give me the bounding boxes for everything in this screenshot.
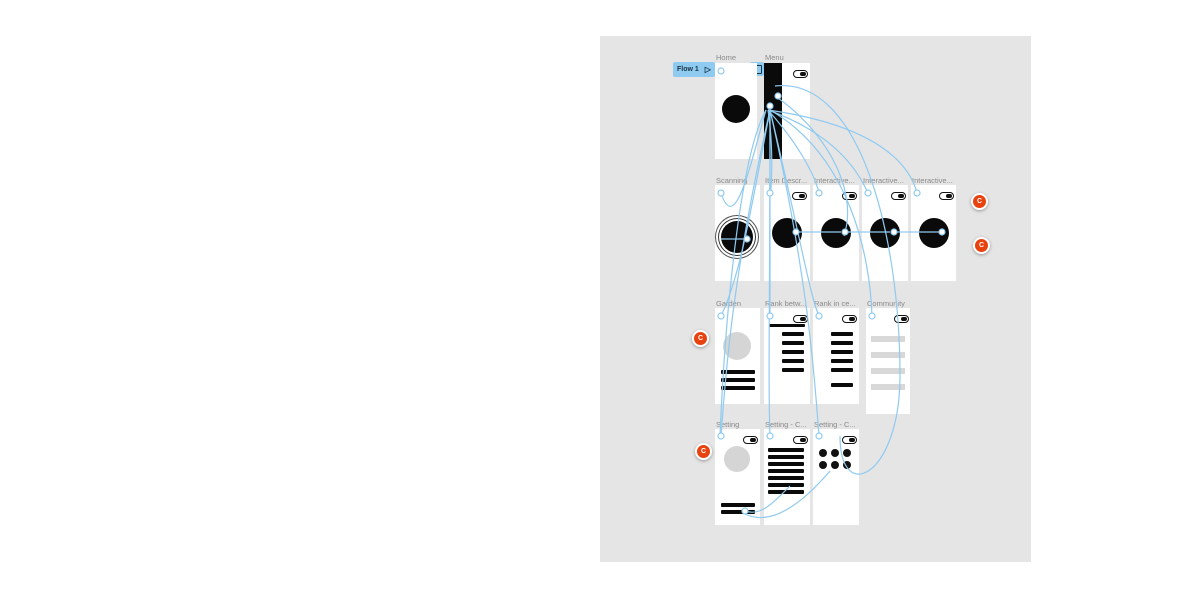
frame-home[interactable] (715, 63, 757, 159)
frame-item-desc[interactable] (764, 185, 810, 281)
frame-interactive-2[interactable] (862, 185, 908, 281)
setting-bar (768, 483, 804, 487)
setting-bar (768, 448, 804, 452)
setting-bar (768, 469, 804, 473)
frame-setting-3[interactable] (813, 429, 859, 525)
frame-label-interactive-2[interactable]: Interactive... (863, 176, 904, 185)
rank-row (782, 359, 804, 363)
rank-row (782, 341, 804, 345)
rank-row (831, 350, 853, 354)
frame-label-community[interactable]: Community (867, 299, 905, 308)
play-icon[interactable]: ▷ (704, 65, 711, 74)
frame-label-home[interactable]: Home (716, 53, 737, 62)
frame-label-rank-2[interactable]: Rank in ce... (814, 299, 856, 308)
setting-bar (721, 503, 755, 507)
frame-rank-2[interactable] (813, 308, 859, 404)
toggle-icon (792, 192, 807, 200)
frame-community[interactable] (866, 308, 910, 414)
frame-interactive-1[interactable] (813, 185, 859, 281)
garden-bar (721, 378, 755, 382)
frame-label-scanning[interactable]: Scanning (716, 176, 748, 185)
frame-label-setting[interactable]: Setting (716, 420, 740, 429)
setting-bar (768, 455, 804, 459)
toggle-icon (842, 436, 857, 444)
garden-bar (721, 386, 755, 390)
flow-label: Flow 1 (677, 66, 699, 73)
toggle-icon (939, 192, 954, 200)
rank-row (831, 341, 853, 345)
community-post (871, 352, 905, 358)
frame-label-setting-2[interactable]: Setting - C... (765, 420, 807, 429)
menu-toggle-icon (793, 70, 808, 78)
twitter-icon (843, 449, 851, 457)
profile-circle (724, 446, 750, 472)
rank-row (782, 332, 804, 336)
rank-row (782, 350, 804, 354)
frame-label-interactive-3[interactable]: Interactive... (912, 176, 953, 185)
toggle-icon (894, 315, 909, 323)
setting-bar (768, 476, 804, 480)
frame-scanning[interactable] (715, 185, 760, 281)
pinterest-icon (831, 449, 839, 457)
comment-marker[interactable]: C (971, 193, 988, 210)
toggle-icon (743, 436, 758, 444)
frame-label-interactive-1[interactable]: Interactive... (814, 176, 855, 185)
toggle-icon (842, 315, 857, 323)
frame-garden[interactable] (715, 308, 760, 404)
dribbble-icon (819, 461, 827, 469)
frame-label-setting-3[interactable]: Setting - C... (814, 420, 856, 429)
comment-marker[interactable]: C (695, 443, 712, 460)
home-circle (722, 95, 750, 123)
frame-label-rank-1[interactable]: Rank betw... (765, 299, 807, 308)
toggle-icon (842, 192, 857, 200)
toggle-icon (891, 192, 906, 200)
garden-bar (721, 370, 755, 374)
facebook-icon (819, 449, 827, 457)
rank-row (831, 383, 853, 387)
rank-row (769, 324, 805, 327)
frame-label-menu[interactable]: Menu (765, 53, 784, 62)
rank-row (782, 368, 804, 372)
community-post (871, 368, 905, 374)
comment-marker[interactable]: C (973, 237, 990, 254)
rank-row (831, 359, 853, 363)
rank-row (831, 368, 853, 372)
design-canvas[interactable]: Flow 1 ▷ Home Menu Scanning Item Descr..… (600, 36, 1031, 562)
user-icon (843, 461, 851, 469)
comment-marker[interactable]: C (692, 330, 709, 347)
frame-rank-1[interactable] (764, 308, 810, 404)
setting-bar (721, 510, 755, 514)
toggle-icon (793, 436, 808, 444)
community-post (871, 384, 905, 390)
prototype-connections (717, 67, 946, 519)
frame-setting[interactable] (715, 429, 760, 525)
setting-bar (768, 462, 804, 466)
instagram-icon (831, 461, 839, 469)
community-post (871, 336, 905, 342)
flow-starting-point-badge[interactable]: Flow 1 ▷ (673, 62, 715, 77)
rank-row (831, 332, 853, 336)
setting-bar (768, 490, 804, 494)
